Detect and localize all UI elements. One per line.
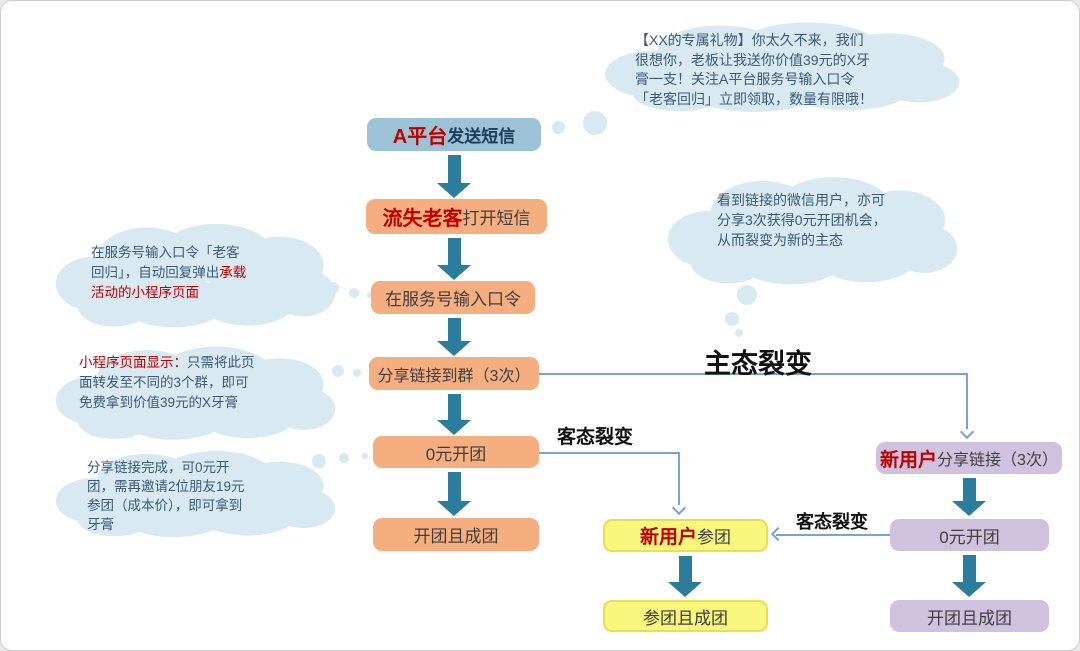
cloud-miniprogram-text: 小程序页面显示：只需将此页面转发至不同的3个群，即可免费拿到价值39元的X牙膏 <box>79 353 259 413</box>
flow-box-open-sms-highlight: 流失老客 <box>382 208 463 230</box>
flow-box-send-sms-highlight: A平台 <box>392 126 448 148</box>
arrow-down-icon <box>437 394 471 435</box>
thought-trail-dot <box>353 369 361 377</box>
arrow-down-icon <box>952 555 986 597</box>
thought-trail-dot <box>312 454 326 468</box>
cloud-password-bubble: 在服务号输入口令「老客回归」，自动回复弹出承载活动的小程序页面 <box>51 213 339 331</box>
thought-trail-dot <box>332 365 344 377</box>
cloud-password-text: 在服务号输入口令「老客回归」，自动回复弹出承载活动的小程序页面 <box>91 243 247 303</box>
flow-box-newuser-share-highlight: 新用户 <box>880 449 938 471</box>
flow-box-newuser-join-highlight: 新用户 <box>639 527 697 548</box>
flow-box-newmaster-zero-yuan-label: 0元开团 <box>939 527 1000 547</box>
arrow-down-icon <box>437 318 471 356</box>
thought-trail-dot <box>583 111 607 135</box>
cloud-sms-bubble: 【XX的专属礼物】你太久不来，我们很想你，老板让我送你价值39元的X牙膏一支！关… <box>599 13 964 115</box>
label-guest-fission-left: 客态裂变 <box>557 427 634 448</box>
thought-trail-dot <box>339 453 349 463</box>
connector-guest-fission-right <box>776 534 890 536</box>
flow-box-newuser-share: 新用户分享链接（3次） <box>876 442 1062 474</box>
thought-trail-dot <box>552 121 565 134</box>
cloud-miniprogram-bubble: 小程序页面显示：只需将此页面转发至不同的3个群，即可免费拿到价值39元的X牙膏 <box>51 337 339 443</box>
flow-box-newmaster-success: 开团且成团 <box>890 600 1049 632</box>
flow-box-zero-yuan-group-label: 0元开团 <box>425 444 487 464</box>
flow-box-group-success-label: 开团且成团 <box>413 527 499 546</box>
flow-box-enter-password-label: 在服务号输入口令 <box>385 290 521 309</box>
flow-box-open-sms: 流失老客打开短信 <box>366 199 547 234</box>
cloud-miniprogram-red: 小程序页面显示： <box>79 355 187 370</box>
flow-box-zero-yuan-group: 0元开团 <box>373 436 539 468</box>
thought-trail-dot <box>362 453 368 459</box>
label-main-fission: 主态裂变 <box>704 349 812 379</box>
flow-box-newmaster-zero-yuan: 0元开团 <box>890 519 1049 551</box>
arrowhead-left-icon <box>770 526 786 542</box>
cloud-invite-text: 分享链接完成，可0元开团，需再邀请2位朋友19元参团（成本价），即可拿到牙膏 <box>87 460 245 532</box>
thought-trail-dot <box>735 329 743 337</box>
thought-trail-dot <box>327 282 339 294</box>
flow-box-group-success: 开团且成团 <box>373 518 539 551</box>
flow-box-open-sms-rest: 打开短信 <box>462 209 531 228</box>
arrow-down-icon <box>668 556 702 597</box>
cloud-password-red: 承载活动的小程序页面 <box>91 265 247 300</box>
flow-box-newuser-share-rest: 分享链接（3次） <box>937 452 1058 469</box>
flow-box-send-sms: A平台发送短信 <box>367 118 541 151</box>
cloud-wechat-text: 看到链接的微信用户，亦可分享3次获得0元开团机会，从而裂变为新的主态 <box>717 192 887 248</box>
connector-guest-fission-left <box>539 452 680 505</box>
arrow-down-icon <box>437 238 471 280</box>
cloud-invite-bubble: 分享链接完成，可0元开团，需再邀请2位朋友19元参团（成本价），即可拿到牙膏 <box>51 442 339 540</box>
cloud-password-plain: 在服务号输入口令「老客回归」，自动回复弹出 <box>91 245 240 280</box>
connector-main-fission <box>539 373 968 429</box>
flow-box-share-link-label: 分享链接到群（3次） <box>377 367 531 385</box>
cloud-sms-text: 【XX的专属礼物】你太久不来，我们很想你，老板让我送你价值39元的X牙膏一支！关… <box>635 32 873 107</box>
cloud-wechat-bubble: 看到链接的微信用户，亦可分享3次获得0元开团机会，从而裂变为新的主态 <box>663 166 961 288</box>
flow-box-enter-password: 在服务号输入口令 <box>371 281 535 314</box>
arrow-down-icon <box>437 472 471 516</box>
flow-box-newmaster-success-label: 开团且成团 <box>927 608 1012 628</box>
cloud-miniprogram-plain: 只需将此页面转发至不同的3个群，即可免费拿到价值39元的X牙膏 <box>79 355 255 410</box>
flow-box-join-success: 参团且成团 <box>603 600 768 632</box>
flow-box-newuser-join: 新用户参团 <box>603 519 768 552</box>
thought-trail-dot <box>349 288 359 298</box>
arrow-down-icon <box>437 155 471 198</box>
label-guest-fission-right: 客态裂变 <box>796 512 868 532</box>
thought-trail-dot <box>367 292 373 298</box>
arrow-down-icon <box>952 478 986 516</box>
thought-trail-dot <box>737 285 757 305</box>
flow-box-join-success-label: 参团且成团 <box>643 608 728 628</box>
flow-box-send-sms-rest: 发送短信 <box>447 127 516 146</box>
thought-trail-dot <box>725 312 739 326</box>
flow-box-share-link: 分享链接到群（3次） <box>369 357 539 390</box>
flow-box-newuser-join-rest: 参团 <box>697 528 731 547</box>
